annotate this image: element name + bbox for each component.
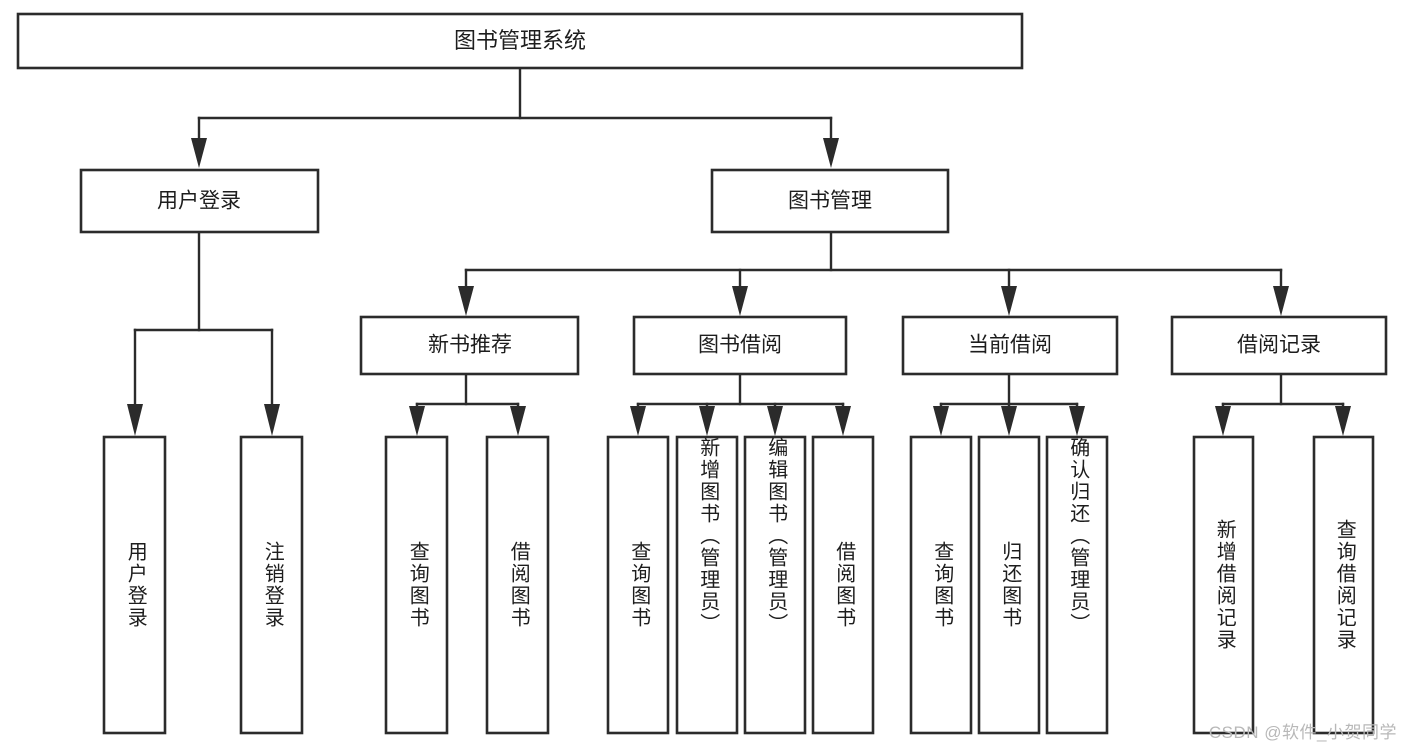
- arrow-to-leaf-query-book-1: [409, 406, 425, 436]
- leaf-box-return-book[interactable]: [977, 435, 1041, 735]
- node-current-borrow[interactable]: [901, 315, 1119, 376]
- node-book-borrow-label: 图书借阅: [698, 334, 782, 357]
- node-borrow-record[interactable]: [1170, 315, 1388, 376]
- arrow-to-leaf-edit-book: [767, 406, 783, 436]
- leaf-box-add-book[interactable]: [675, 435, 739, 735]
- node-root[interactable]: [16, 12, 1024, 70]
- arrow-to-leaf-logout-login: [264, 404, 280, 436]
- leaf-box-add-record[interactable]: [1192, 435, 1255, 735]
- node-book-borrow[interactable]: [632, 315, 848, 376]
- leaf-box-query-book-3[interactable]: [909, 435, 973, 735]
- arrow-to-leaf-add-record: [1215, 406, 1231, 436]
- arrow-to-book-management: [823, 138, 839, 168]
- connector-layer: [127, 65, 1351, 436]
- leaf-box-confirm-return[interactable]: [1045, 435, 1109, 735]
- arrow-to-leaf-user-login: [127, 404, 143, 436]
- arrow-to-leaf-confirm-return: [1069, 406, 1085, 436]
- leaf-box-query-book-2[interactable]: [606, 435, 670, 735]
- node-current-borrow-label: 当前借阅: [968, 334, 1052, 357]
- arrow-to-leaf-add-book: [699, 406, 715, 436]
- arrow-to-leaf-return-book: [1001, 406, 1017, 436]
- leaf-box-borrow-book-2[interactable]: [811, 435, 875, 735]
- node-book-management[interactable]: [710, 168, 950, 234]
- node-new-book-recommend-label: 新书推荐: [428, 334, 512, 357]
- leaf-box-query-record[interactable]: [1312, 435, 1375, 735]
- arrow-to-current-borrow: [1001, 286, 1017, 316]
- leaf-box-logout-login[interactable]: [239, 435, 304, 735]
- arrow-to-leaf-query-book-3: [933, 406, 949, 436]
- node-book-management-label: 图书管理: [788, 190, 872, 213]
- arrow-to-leaf-borrow-book-2: [835, 406, 851, 436]
- arrow-to-borrow-record: [1273, 286, 1289, 316]
- node-user-login[interactable]: [79, 168, 320, 234]
- watermark-text: CSDN @软件_小贺同学: [1208, 723, 1397, 742]
- node-layer: 图书管理系统 用户登录 图书管理 新书推荐 图书借阅 当前借阅 借阅记录: [16, 12, 1388, 735]
- arrow-to-leaf-borrow-book-1: [510, 406, 526, 436]
- leaf-box-borrow-book-1[interactable]: [485, 435, 550, 735]
- node-borrow-record-label: 借阅记录: [1237, 334, 1321, 357]
- leaf-box-user-login[interactable]: [102, 435, 167, 735]
- node-root-label: 图书管理系统: [454, 28, 586, 53]
- node-user-login-label: 用户登录: [157, 190, 241, 213]
- node-new-book-recommend[interactable]: [359, 315, 580, 376]
- leaf-box-query-book-1[interactable]: [384, 435, 449, 735]
- leaf-box-edit-book[interactable]: [743, 435, 807, 735]
- arrow-to-leaf-query-book-2: [630, 406, 646, 436]
- arrow-to-leaf-query-record: [1335, 406, 1351, 436]
- arrow-to-new-book-recommend: [458, 286, 474, 316]
- arrow-to-book-borrow: [732, 286, 748, 316]
- arrow-to-user-login: [191, 138, 207, 168]
